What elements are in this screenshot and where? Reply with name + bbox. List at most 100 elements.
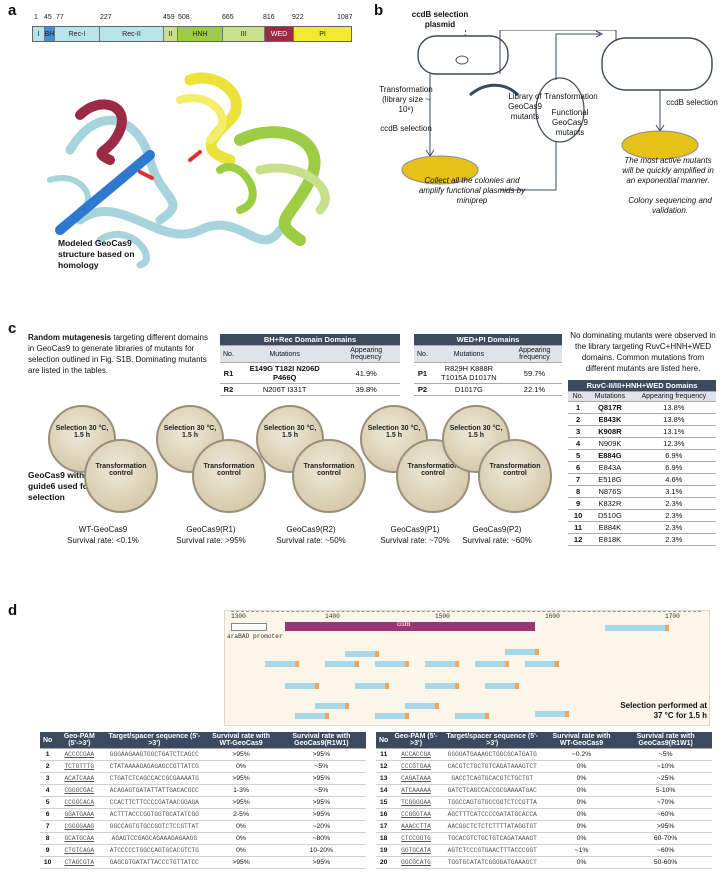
promoter-arrow xyxy=(231,623,267,631)
control-dish: Transformation control xyxy=(292,439,366,513)
table-cell: 13.8% xyxy=(631,401,716,414)
table-cell: GGTGCATA xyxy=(391,844,441,857)
table-cell: 0% xyxy=(543,784,620,797)
spacer-mark xyxy=(455,713,489,719)
spacer-mark xyxy=(505,649,539,655)
table-cell: 4.6% xyxy=(631,473,716,486)
domain-bar: I BH Rec-I Rec-II II HNH III WED PI xyxy=(32,26,352,42)
table-cell: CACGTCTGCTGTCAGATAAAGTCT xyxy=(440,760,544,773)
dish-label: Transformation control xyxy=(203,463,255,477)
table-cell: 3 xyxy=(40,772,56,785)
col-header: No. xyxy=(414,345,431,363)
domain-num: 508 xyxy=(178,14,190,21)
table-cell: GGATGAAA xyxy=(55,808,104,821)
table-cell: CCGGGTAA xyxy=(391,808,441,821)
table-cell: 13.8% xyxy=(631,413,716,426)
col-header: Geo-PAM (5'->3') xyxy=(391,732,441,749)
ccdb-label-2: ccdB selection xyxy=(666,98,718,107)
table-cell: CTGATCTCAGCCACCGCGAAAATG xyxy=(103,772,206,785)
table-cell: N876S xyxy=(588,485,632,498)
col-header: Survival rate with WT-GeoCas9 xyxy=(543,732,620,749)
col-header: Survival rate with WT-GeoCas9 xyxy=(205,732,277,749)
table-cell: 2.3% xyxy=(631,521,716,534)
table-cell: ~5% xyxy=(276,760,366,773)
spacer-mark xyxy=(375,661,409,667)
table-cell: 19 xyxy=(376,844,392,857)
table-cell: GATCTCAGCCACCGCGAAAATGAC xyxy=(440,784,544,797)
dish-label: Transformation control xyxy=(95,463,147,477)
table-cell: 3.1% xyxy=(631,485,716,498)
table-cell: 5 xyxy=(40,796,56,809)
map-ruler xyxy=(231,611,701,612)
col-header: No. xyxy=(568,391,589,402)
spacer-mark xyxy=(375,713,409,719)
map-tick: 1500 xyxy=(435,613,450,620)
transformation-label-2: Transformation xyxy=(544,92,598,101)
col-header: No xyxy=(376,732,392,749)
table-cell: 50-60% xyxy=(619,856,712,869)
col-header: Mutations xyxy=(588,391,632,402)
table-cell: K908R xyxy=(588,425,632,438)
col-header: Appearing frequency xyxy=(332,345,400,363)
table-cell: 12 xyxy=(376,760,392,773)
col-header: Survival rate with GeoCas9(R1W1) xyxy=(276,732,366,749)
table-cell: 8 xyxy=(40,832,56,845)
table-cell: 6 xyxy=(568,461,589,474)
table-cell: >95% xyxy=(205,796,277,809)
table-cell: K832R xyxy=(588,497,632,510)
pam-table-left: No Geo-PAM (5'->3') Target/spacer sequen… xyxy=(40,732,366,869)
guide-text: GeoCas9 with guide6 used for selection xyxy=(28,470,92,502)
survival-rate: Survival rate: >95% xyxy=(176,536,246,545)
table-cell: GGCCAGTGTGCCGGTCTCCGTTAT xyxy=(103,820,206,833)
table-cell: GACCTCAGTGCACGTCTGCTGT xyxy=(440,772,544,785)
ruvc-table: RuvC-II/III+HNH+WED Domains No.Mutations… xyxy=(568,380,716,546)
domain-num: 922 xyxy=(292,14,304,21)
table-cell: CTCCGGTG xyxy=(391,832,441,845)
table-cell: 0% xyxy=(543,772,620,785)
col-header: Appearing frequency xyxy=(506,345,562,363)
plasmid-shape xyxy=(455,55,469,65)
table-cell: 14 xyxy=(376,784,392,797)
table-cell: >95% xyxy=(276,856,366,869)
domain-num: 1 xyxy=(34,14,38,21)
dish-label: Selection 30 °C, 1.5 h xyxy=(449,425,503,439)
table-cell: CGGGGAAG xyxy=(55,820,104,833)
table-cell: 6.9% xyxy=(631,449,716,462)
table-cell: 0% xyxy=(205,760,277,773)
domain-segment: I xyxy=(33,27,45,41)
table-cell: 9 xyxy=(568,497,589,510)
table-cell: ~70% xyxy=(619,796,712,809)
colony-note: Colony sequencing and validation. xyxy=(628,196,712,215)
spacer-mark xyxy=(265,661,299,667)
domain-segment: II xyxy=(164,27,178,41)
spacer-mark xyxy=(605,625,639,631)
table-cell: E843A xyxy=(588,461,632,474)
plate-name: WT-GeoCas9 xyxy=(78,525,128,534)
domain-segment: BH xyxy=(45,27,55,41)
domain-num: 1087 xyxy=(337,14,353,21)
domain-segment: Rec-I xyxy=(55,27,100,41)
table-cell: ~5% xyxy=(276,784,366,797)
spacer-mark xyxy=(295,713,329,719)
spacer-mark xyxy=(325,661,359,667)
table-cell: AGAGTCCGAGCAGAAAGAGAAGG xyxy=(103,832,206,845)
table-cell: ~10% xyxy=(619,760,712,773)
plates-row: GeoCas9 with guide6 used for selection S… xyxy=(0,405,560,565)
active-note: The most active mutants will be quickly … xyxy=(622,156,714,185)
table-cell: 5 xyxy=(568,449,589,462)
domain-num: 227 xyxy=(100,14,112,21)
table-cell: 60-70% xyxy=(619,832,712,845)
